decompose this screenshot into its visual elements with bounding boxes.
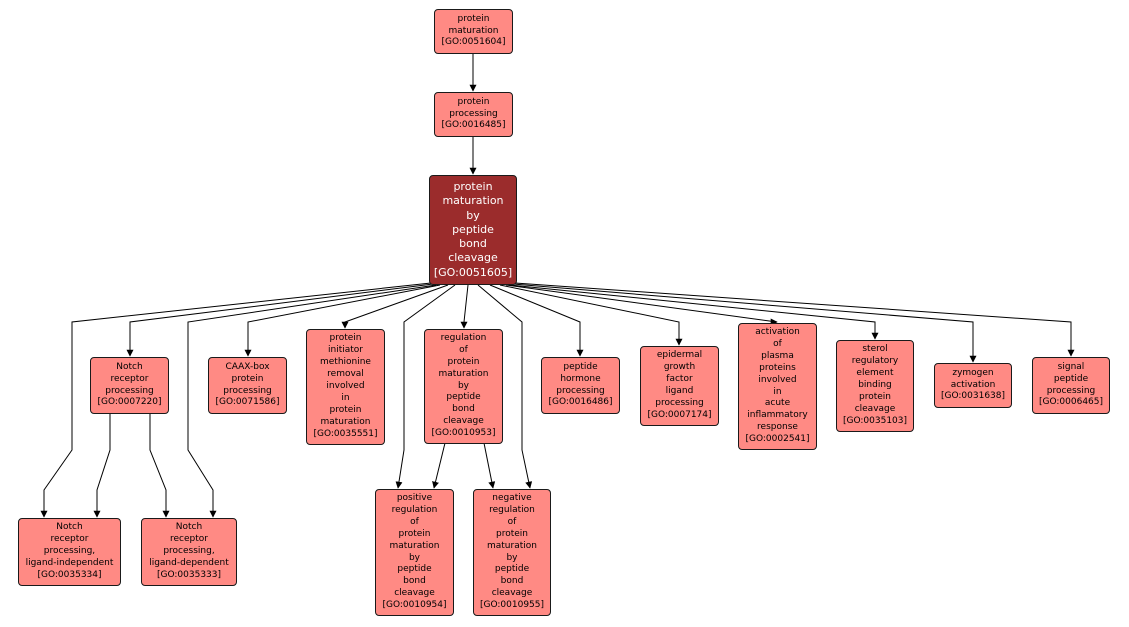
edge-0051605-0071586 — [244, 284, 441, 357]
edge-0051605-0035333 — [187, 284, 437, 518]
edge-0010953-0010955 — [483, 442, 496, 489]
edge-0051605-0031638 — [512, 283, 977, 363]
node-sterol-regulatory-element-binding-protein-cleavage[interactable]: sterol regulatory element binding protei… — [836, 340, 914, 432]
node-notch-ligand-independent[interactable]: Notch receptor processing, ligand-indepe… — [18, 518, 121, 586]
node-protein-processing[interactable]: protein processing [GO:0016485] — [434, 92, 513, 137]
node-signal-peptide-processing[interactable]: signal peptide processing [GO:0006465] — [1032, 357, 1110, 414]
edge-0007220-0035334 — [93, 414, 111, 518]
edge-0010953-0010954 — [432, 442, 446, 489]
node-zymogen-activation[interactable]: zymogen activation [GO:0031638] — [934, 363, 1012, 408]
node-activation-of-plasma-proteins[interactable]: activation of plasma proteins involved i… — [738, 323, 817, 450]
edge-0051605-0007220 — [126, 283, 434, 357]
edge-0051605-0010953 — [460, 284, 469, 329]
node-notch-receptor-processing[interactable]: Notch receptor processing [GO:0007220] — [90, 357, 169, 414]
node-peptide-hormone-processing[interactable]: peptide hormone processing [GO:0016486] — [541, 357, 620, 414]
node-positive-regulation-of-protein-maturation[interactable]: positive regulation of protein maturatio… — [375, 489, 454, 616]
node-epidermal-growth-factor-ligand-processing[interactable]: epidermal growth factor ligand processin… — [640, 346, 719, 426]
node-protein-maturation-by-peptide-bond-cleavage[interactable]: protein maturation by peptide bond cleav… — [429, 175, 517, 285]
edge-0051605-0002541 — [505, 284, 778, 325]
edge-0051605-0010955 — [477, 284, 533, 489]
edge-0051605-0035334 — [40, 282, 432, 518]
node-negative-regulation-of-protein-maturation[interactable]: negative regulation of protein maturatio… — [473, 489, 551, 616]
edge-0051605-0035551 — [341, 284, 449, 329]
node-caax-box-protein-processing[interactable]: CAAX-box protein processing [GO:0071586] — [208, 357, 287, 414]
edge-0051605-0006465 — [514, 282, 1075, 357]
edge-0051605-0010954 — [395, 284, 456, 489]
node-protein-initiator-methionine-removal[interactable]: protein initiator methionine removal inv… — [306, 329, 385, 445]
edge-0007220-0035333 — [149, 414, 170, 518]
node-notch-ligand-dependent[interactable]: Notch receptor processing, ligand-depend… — [141, 518, 237, 586]
node-protein-maturation[interactable]: protein maturation [GO:0051604] — [434, 9, 513, 54]
edge-0051605-0007174 — [499, 284, 683, 346]
edge-0051605-0035103 — [509, 284, 879, 340]
edge-0051605-0016486 — [489, 284, 584, 357]
node-regulation-of-protein-maturation[interactable]: regulation of protein maturation by pept… — [424, 329, 503, 444]
